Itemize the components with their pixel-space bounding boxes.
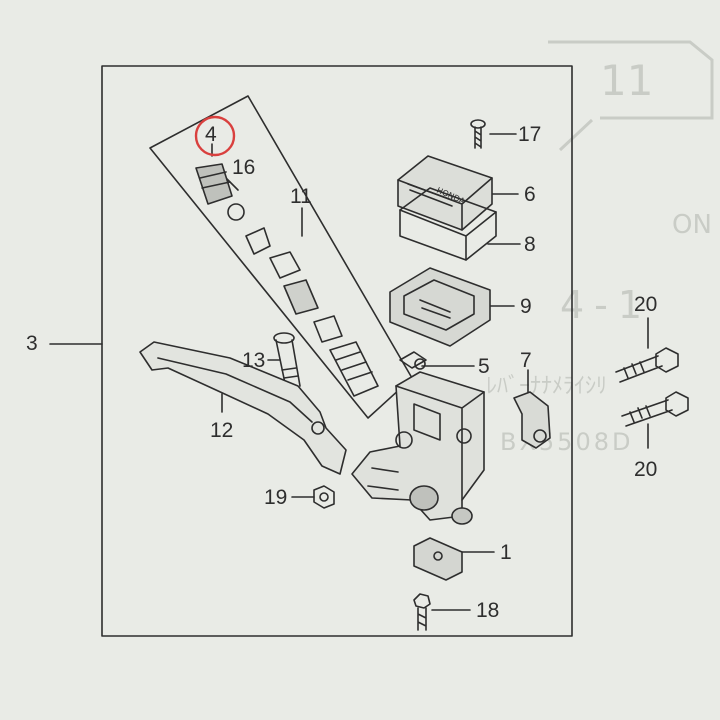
nut-19-icon: [313, 485, 335, 509]
callout-6: 6: [524, 183, 536, 206]
callout-17: 17: [518, 123, 542, 146]
highlight-ring: [194, 115, 236, 157]
callout-3: 3: [26, 332, 38, 355]
diagram-frame: [101, 65, 573, 637]
callout-9: 9: [520, 295, 532, 318]
callout-19: 19: [264, 486, 288, 509]
ghost-print-kana: ﾚﾊﾞｰﾅﾅﾒﾗｲｼﾘ: [486, 374, 608, 399]
switch-1-icon: [413, 537, 463, 581]
callout-13: 13: [242, 349, 266, 372]
callout-8: 8: [524, 233, 536, 256]
screw-18-icon: [413, 593, 431, 631]
bolt-20-lower-icon: [621, 391, 689, 427]
callout-20-lower: 20: [634, 458, 658, 481]
callout-12: 12: [210, 419, 234, 442]
callout-20-upper: 20: [634, 293, 658, 316]
callout-11: 11: [290, 185, 312, 208]
ghost-print-arrow: 4-1: [560, 283, 653, 327]
bolt-20-upper-icon: [615, 347, 679, 383]
kit-parts-icon: [195, 163, 379, 397]
master-cylinder-body-icon: [351, 371, 485, 525]
brake-lever-icon: [139, 341, 347, 475]
callout-5: 5: [478, 355, 490, 378]
cap-plate-icon: [399, 187, 497, 261]
callout-1: 1: [500, 541, 512, 564]
callout-7: 7: [520, 349, 532, 372]
ghost-print-mid: ON: [672, 210, 712, 240]
bracket-7-icon: [513, 391, 551, 449]
callout-4: 4: [205, 123, 217, 146]
clip-5-icon: [399, 351, 427, 370]
callout-16: 16: [232, 156, 256, 179]
screw-17-icon: [470, 119, 486, 149]
ghost-print-top: 11: [600, 56, 654, 105]
callout-18: 18: [476, 599, 500, 622]
diaphragm-icon: [389, 267, 491, 347]
